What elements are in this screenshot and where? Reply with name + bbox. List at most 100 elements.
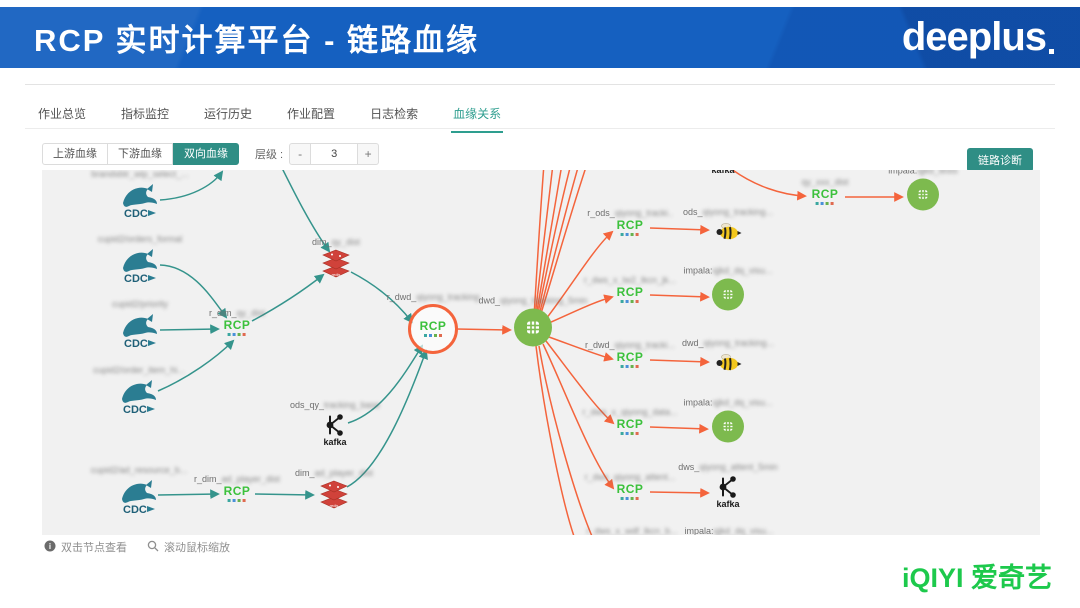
edge-orange-14 (535, 170, 562, 318)
upstream-lineage-button[interactable]: 上游血缘 (42, 143, 108, 165)
downstream-lineage-button[interactable]: 下游血缘 (108, 143, 173, 165)
link-diagnosis-button[interactable]: 链路诊断 (967, 148, 1033, 172)
kafka-icon: kafka (716, 476, 740, 509)
cdc-icon: CDC (123, 184, 157, 219)
graph-node-impala_a[interactable]: impala:qjkd_tests (888, 170, 958, 217)
svg-text:CDC: CDC (124, 338, 148, 349)
kafka-icon: kafka (711, 170, 735, 175)
rcp-status-dots (228, 333, 246, 336)
tab-2[interactable]: 运行历史 (204, 107, 253, 121)
svg-text:CDC: CDC (124, 208, 148, 219)
cdc-icon: CDC (122, 480, 156, 515)
lineage-toolbar: 上游血缘 下游血缘 双向血缘 层级 : - 3 + (42, 143, 380, 165)
tab-1[interactable]: 指标监控 (121, 107, 170, 121)
svg-text:kafka: kafka (716, 499, 740, 509)
impala-table-icon (711, 278, 745, 317)
svg-text:CDC: CDC (123, 504, 147, 515)
info-icon: i (44, 540, 56, 555)
rcp-status-dots (621, 432, 639, 435)
rcp-status-dots (621, 365, 639, 368)
svg-text:kafka: kafka (323, 437, 347, 447)
tab-5[interactable]: 血缘关系 (451, 101, 504, 133)
cdc-icon: CDC (122, 380, 156, 415)
kafka-icon: kafka (323, 414, 347, 447)
page-title: RCP 实时计算平台 - 链路血缘 (34, 23, 480, 58)
graph-node-bee_b[interactable]: ods_qiyong_tracking... (683, 207, 773, 243)
svg-text:CDC: CDC (124, 273, 148, 284)
edge-teal-3 (159, 324, 220, 335)
edge-orange-19 (548, 294, 614, 324)
edge-orange-18 (545, 230, 614, 320)
edge-orange-17 (538, 170, 586, 321)
rcp-icon: RCP (223, 318, 251, 332)
edge-teal-9 (157, 489, 220, 500)
graph-node-cdc4[interactable]: cupid2/order_item_hi...CDC (93, 365, 185, 415)
edge-teal-8 (346, 349, 428, 488)
graph-node-cdc1[interactable]: brandsbtr_wip_select_...CDC (91, 170, 189, 219)
graph-node-cdc5[interactable]: cupid2/ad_resource_b...CDC (91, 465, 188, 515)
edge-orange-13 (534, 170, 554, 318)
tab-0[interactable]: 作业总览 (38, 107, 87, 121)
cdc-icon: CDC (123, 314, 157, 349)
hive-bee-icon (716, 354, 742, 371)
rcp-status-dots (228, 499, 246, 502)
rcp-icon: RCP (419, 319, 447, 333)
rcp-icon: RCP (811, 187, 839, 201)
edge-orange-30 (649, 423, 709, 434)
edge-teal-0 (159, 170, 224, 201)
impala-table-icon (711, 410, 745, 449)
impala-table-icon (906, 178, 940, 217)
redis-icon: redis (322, 249, 350, 278)
lineage-canvas[interactable]: brandsbtr_wip_select_...CDC cupid2/orders… (42, 170, 1040, 535)
edge-orange-29 (649, 356, 710, 367)
tab-bar-divider (25, 128, 1055, 129)
rcp-icon: RCP (616, 285, 644, 299)
deeplus-logo: deeplus (902, 15, 1080, 60)
tab-3[interactable]: 作业配置 (287, 107, 336, 121)
rcp-icon: RCP (616, 417, 644, 431)
graph-node-impala_c[interactable]: impala:qjkd_dq_visu... (683, 266, 773, 317)
edge-orange-25 (731, 170, 807, 201)
graph-node-rcp_d[interactable]: r_dwd_qiyong_tracki...RCP (585, 340, 675, 368)
svg-text:i: i (49, 542, 51, 551)
graph-node-rcp_c[interactable]: r_dws_x_lw2_lkcn_jk...RCP (584, 275, 676, 303)
rcp-status-dots (424, 334, 442, 337)
graph-node-impala_e[interactable]: impala:qjkd_dq_visu... (683, 398, 773, 449)
svg-text:CDC: CDC (123, 404, 147, 415)
svg-text:kafka: kafka (711, 170, 735, 175)
tab-4[interactable]: 日志检索 (370, 107, 419, 121)
edge-orange-24 (535, 345, 575, 535)
level-decrement-button[interactable]: - (289, 143, 312, 165)
graph-node-kafka_top[interactable]: kafka (708, 170, 738, 176)
edge-teal-1 (282, 170, 331, 253)
graph-node-hub[interactable]: dwd_qiyong_tracking_5min (478, 296, 588, 353)
level-value[interactable]: 3 (311, 143, 358, 165)
hint-1: 滚动鼠标缩放 (147, 539, 230, 555)
svg-text:redis: redis (330, 503, 339, 508)
edge-teal-6 (350, 271, 414, 324)
graph-node-bee_d[interactable]: dwd_qiyong_tracking... (682, 338, 774, 374)
level-increment-button[interactable]: + (357, 143, 380, 165)
svg-text:redis: redis (332, 272, 341, 277)
bidirectional-lineage-button[interactable]: 双向血缘 (173, 143, 239, 165)
edge-teal-7 (347, 344, 424, 424)
graph-node-rcp_e[interactable]: r_dws_x_qiyong_data...RCP (582, 407, 678, 435)
graph-node-rcp_f[interactable]: r_dws_qiyong_attent...RCP (585, 472, 675, 500)
edge-orange-28 (649, 291, 710, 302)
rcp-status-dots (621, 300, 639, 303)
edge-teal-10 (254, 489, 315, 500)
graph-node-rcp_b[interactable]: r_ods_qiyong_tracki..RCP (587, 208, 673, 236)
rcp-status-dots (621, 497, 639, 500)
